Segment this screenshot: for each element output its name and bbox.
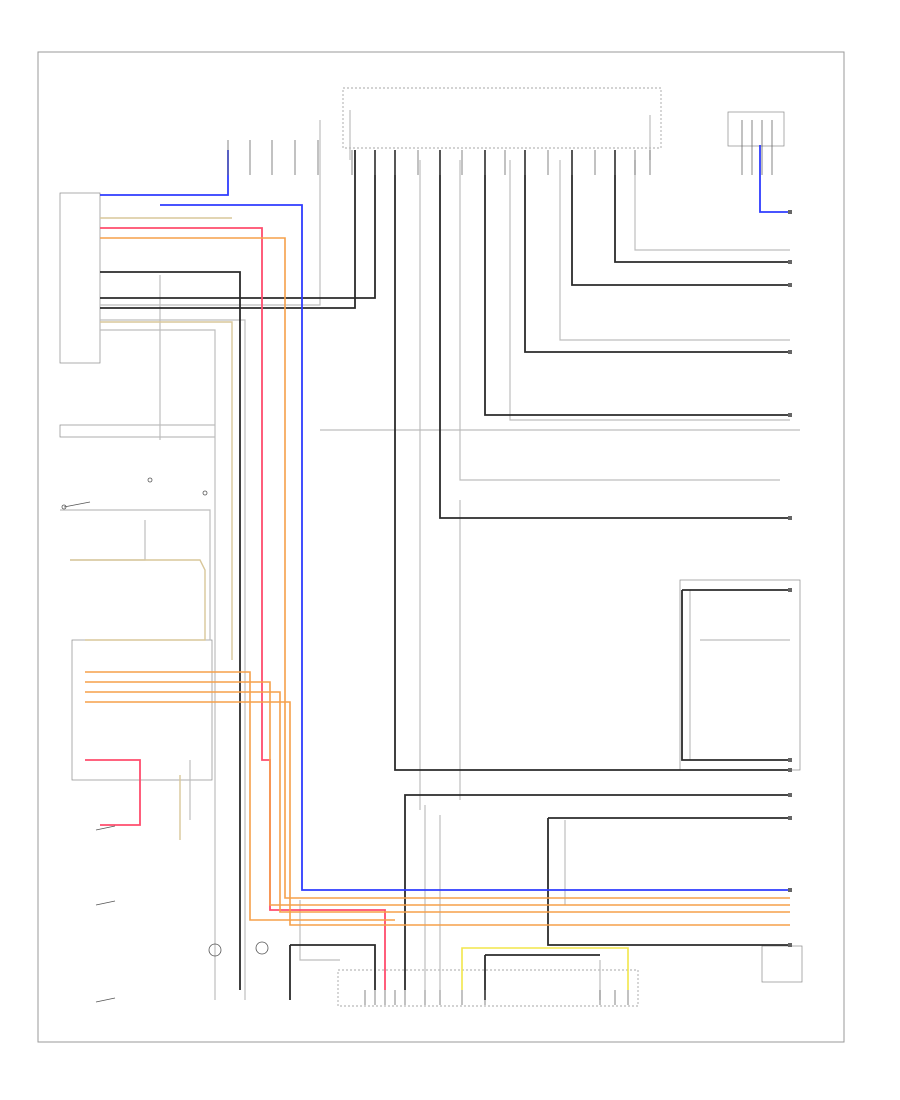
- tan-wires: [70, 217, 233, 840]
- switch-arm: [95, 825, 116, 831]
- pin-marker: [788, 516, 792, 520]
- switch-arm: [95, 997, 116, 1003]
- blue-wire-1: [100, 150, 229, 196]
- orange-wire-5: [85, 701, 790, 926]
- black-wires: [100, 150, 790, 1000]
- blue-wire-2: [160, 204, 790, 891]
- gray-wire-2: [100, 319, 246, 1000]
- black-wire-12: [547, 818, 790, 946]
- black-wire-5: [439, 150, 790, 519]
- pin-marker: [788, 888, 792, 892]
- diagram-frame: [37, 51, 845, 1043]
- black-wire-2: [100, 150, 376, 299]
- black-wire-6: [484, 150, 790, 416]
- red-wire-2: [85, 759, 141, 826]
- tan-wire-2: [100, 321, 233, 660]
- red-wire-1: [100, 227, 386, 990]
- center-control-module-box: [71, 639, 213, 781]
- black-wire-3: [100, 150, 356, 309]
- tan-wire-3: [70, 559, 206, 641]
- black-wire-17: [290, 944, 376, 990]
- switch-arm: [63, 501, 91, 508]
- orange-wire-4: [85, 691, 790, 913]
- bottom-right-module-box: [761, 945, 803, 983]
- left-control-unit-box: [59, 192, 101, 364]
- pin-marker: [788, 413, 792, 417]
- gray-wire-20: [60, 509, 211, 640]
- blue-wire-3: [759, 145, 790, 213]
- gray-wire-3: [100, 329, 216, 1000]
- bottom-junction-box: [337, 969, 639, 1007]
- pin-marker: [788, 816, 792, 820]
- right-connector-pins: [788, 210, 792, 947]
- component-boxes: [59, 87, 803, 1007]
- pin-marker: [788, 588, 792, 592]
- yellow-wire-1: [461, 947, 629, 990]
- black-wire-4: [394, 150, 790, 771]
- switch-contact: [202, 490, 208, 496]
- top-connector-pins: [227, 120, 773, 175]
- black-wire-7: [524, 150, 790, 353]
- bottom-connector-pins: [364, 990, 629, 1005]
- black-wire-8: [571, 150, 790, 286]
- pin-marker: [788, 943, 792, 947]
- switch-arm: [95, 900, 116, 906]
- orange-wires: [85, 237, 790, 926]
- switch-contact: [147, 477, 153, 483]
- black-wire-9: [614, 150, 790, 263]
- switch-box: [59, 424, 216, 438]
- gray-wire-5: [459, 160, 780, 481]
- orange-wire-3: [85, 681, 790, 906]
- device-symbols: [61, 477, 269, 1003]
- yellow-wires: [461, 947, 629, 990]
- pin-marker: [788, 210, 792, 214]
- orange-wire-2: [85, 671, 395, 921]
- pin-marker: [788, 350, 792, 354]
- black-wire-1: [100, 271, 241, 990]
- gray-wire-6: [509, 160, 790, 421]
- pin-marker: [788, 793, 792, 797]
- top-right-connector-box: [727, 111, 785, 147]
- gray-wire-7: [559, 160, 790, 341]
- right-module-box-1: [679, 579, 801, 771]
- gray-wires: [60, 110, 800, 1000]
- gray-wire-1: [100, 120, 321, 306]
- lamp-symbol: [208, 943, 222, 957]
- black-wire-14: [681, 590, 790, 761]
- pin-marker: [788, 758, 792, 762]
- pin-marker: [788, 260, 792, 264]
- orange-wire-1: [100, 237, 790, 899]
- gray-wire-19: [70, 520, 146, 561]
- gray-wire-17: [299, 900, 340, 961]
- top-junction-box: [342, 87, 662, 149]
- pin-marker: [788, 768, 792, 772]
- red-wires: [85, 227, 386, 990]
- gray-wire-8: [634, 160, 790, 251]
- pin-marker: [788, 283, 792, 287]
- lamp-symbol: [255, 941, 269, 955]
